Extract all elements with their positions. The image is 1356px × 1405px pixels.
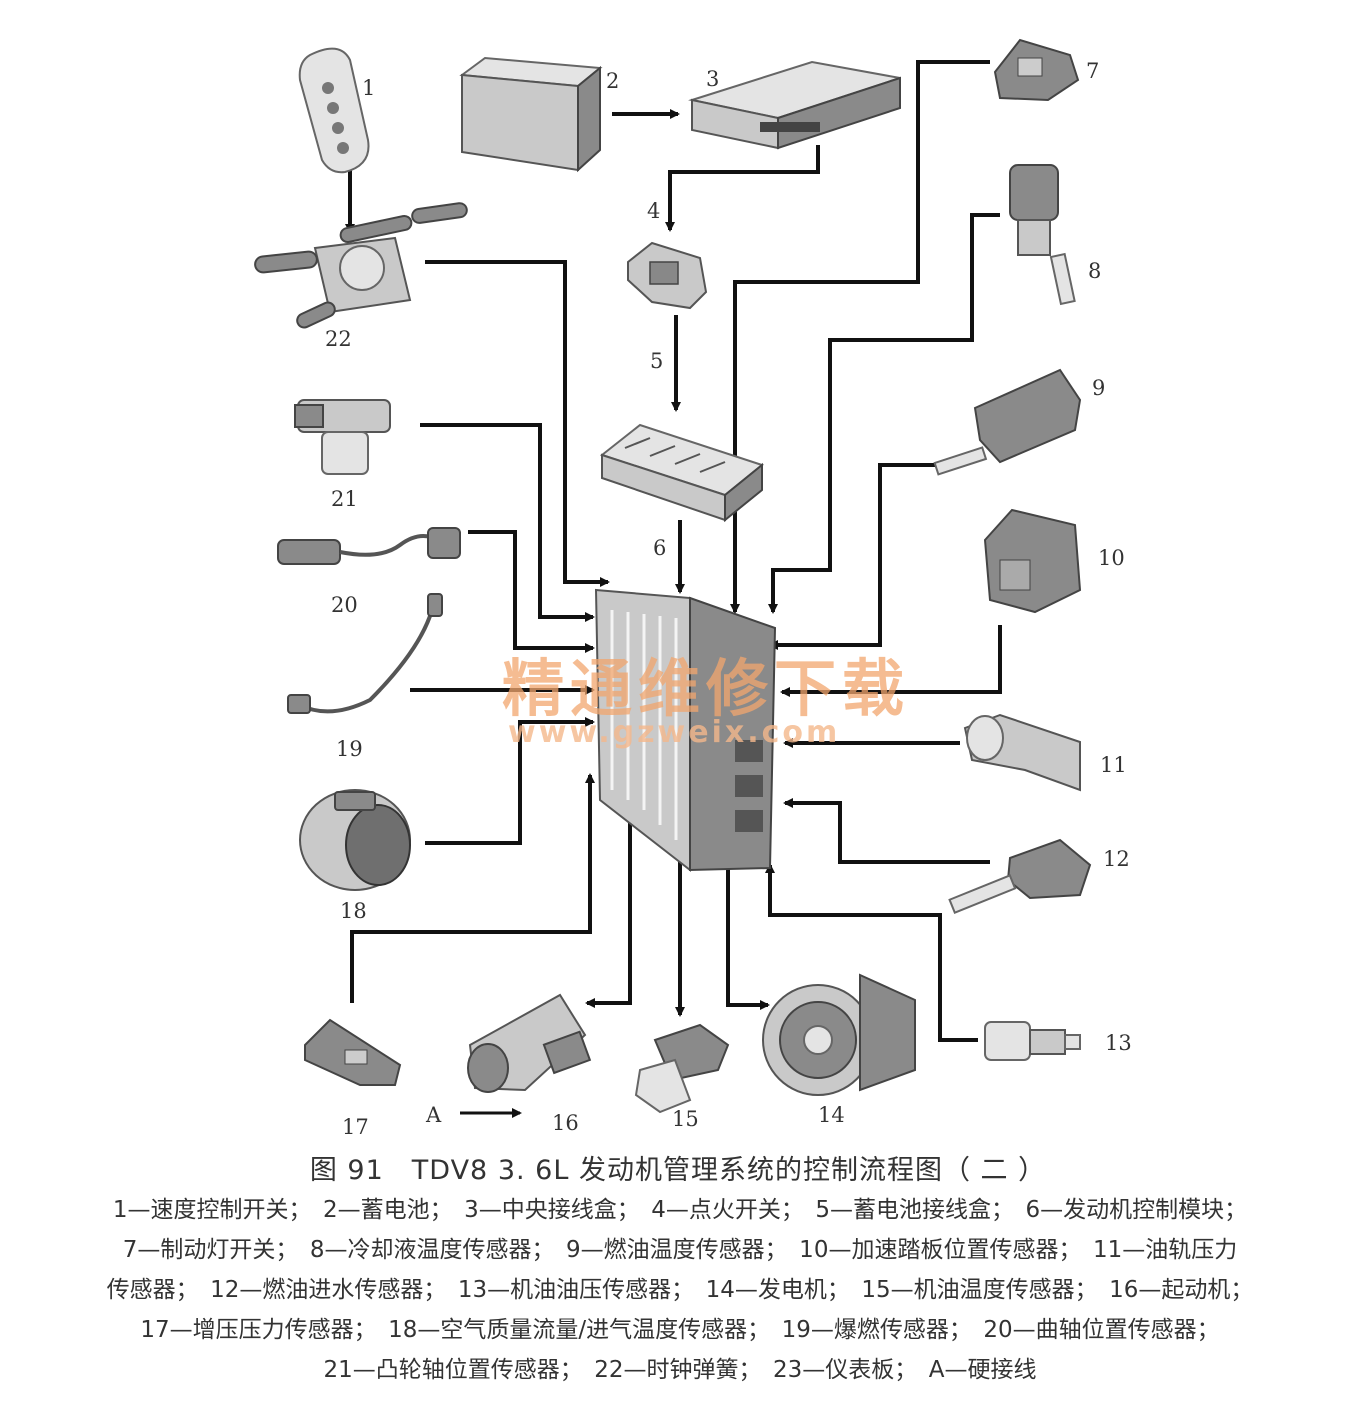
legend-line-3: 传感器； 12—燃油进水传感器； 13—机油油压传感器； 14—发电机； 15—… [106,1277,1254,1303]
arrow-18-to-ecm [425,717,595,845]
legend-line-2: 7—制动灯开关； 8—冷却液温度传感器； 9—燃油温度传感器； 10—加速踏板位… [122,1237,1238,1263]
component-20-crankshaft-position-sensor [277,527,461,565]
label-20: 20 [331,593,358,617]
arrow-10-to-ecm [780,625,1002,697]
arrow-20-to-ecm [468,530,595,653]
component-2-battery [459,56,603,173]
component-11-fuel-rail-pressure-sensor [963,713,1081,792]
figure-caption: 图 91 TDV8 3. 6L 发动机管理系统的控制流程图（ 二 ） [309,1155,1047,1186]
label-1: 1 [362,76,375,100]
label-11: 11 [1100,753,1127,777]
legend-line-5: 21—凸轮轴位置传感器； 22—时钟弹簧； 23—仪表板； A—硬接线 [323,1357,1037,1383]
arrow-22-to-ecm [425,260,610,587]
label-14: 14 [818,1103,845,1127]
label-7: 7 [1086,59,1099,83]
label-9: 9 [1092,376,1105,400]
label-10: 10 [1098,546,1125,570]
label-21: 21 [331,487,358,511]
component-12-water-in-fuel-sensor [948,838,1092,915]
component-5-battery-junction-box [599,423,765,523]
component-number-labels: 1 2 3 4 5 6 7 8 9 10 11 12 13 14 15 16 1… [325,59,1132,1139]
component-15-oil-temp-sensor [634,1023,730,1114]
legend-line-1: 1—速度控制开关； 2—蓄电池； 3—中央接线盒； 4—点火开关； 5—蓄电池接… [112,1197,1248,1223]
arrow-17-to-ecm [350,773,595,1003]
legend: 1—速度控制开关； 2—蓄电池； 3—中央接线盒； 4—点火开关； 5—蓄电池接… [30,1190,1330,1390]
arrow-8-to-ecm [768,213,1000,614]
arrow-ecm-to-14 [726,865,770,1010]
label-12: 12 [1103,847,1130,871]
component-9-fuel-temp-sensor [933,368,1082,476]
label-2: 2 [606,69,619,93]
component-19-knock-sensor [287,593,443,714]
label-22: 22 [325,327,352,351]
label-3: 3 [706,67,719,91]
component-7-brake-light-switch [993,38,1080,102]
component-14-alternator [762,973,916,1096]
label-15: 15 [672,1107,699,1131]
label-18: 18 [340,899,367,923]
arrow-ecm-to-16 [585,815,632,1008]
label-A: A [425,1103,442,1127]
arrow-13-to-ecm [765,863,978,1042]
component-3-central-junction-box [688,60,901,150]
component-8-coolant-temp-sensor [1009,164,1076,306]
component-13-oil-pressure-sensor [984,1021,1081,1061]
control-flow-diagram: 精通维修下载 www.gzweix.com 1 2 3 4 5 6 7 8 9 … [254,38,1132,1139]
label-8: 8 [1088,259,1101,283]
watermark: 精通维修下载 www.gzweix.com [502,652,910,750]
component-17-boost-pressure-sensor [304,1018,402,1086]
connector-lines [345,60,1002,1118]
component-22-clock-spring [254,202,468,329]
label-19: 19 [336,737,363,761]
label-4: 4 [647,199,660,223]
label-5: 5 [650,349,663,373]
component-18-mass-air-flow-sensor [299,789,411,891]
arrow-21-to-ecm [420,423,595,622]
label-6: 6 [653,536,666,560]
arrow-7-to-ecm [730,60,990,614]
component-4-ignition-switch [627,241,708,310]
label-17: 17 [342,1115,369,1139]
svg-text:www.gzweix.com: www.gzweix.com [508,715,840,750]
component-21-camshaft-position-sensor [294,399,391,475]
svg-text:精通维修下载: 精通维修下载 [502,652,910,725]
arrow-12-to-ecm [783,798,990,864]
component-engine-control-module [594,588,777,873]
legend-line-4: 17—增压压力传感器； 18—空气质量流量/进气温度传感器； 19—爆燃传感器；… [140,1317,1220,1343]
arrow-3-to-4 [665,145,820,232]
component-16-starter-motor [467,993,592,1093]
arrow-9-to-ecm [768,463,940,650]
component-10-accelerator-pedal-position-sensor [983,508,1082,614]
label-13: 13 [1105,1031,1132,1055]
label-16: 16 [552,1111,579,1135]
component-1-speed-control-switch [298,47,370,174]
